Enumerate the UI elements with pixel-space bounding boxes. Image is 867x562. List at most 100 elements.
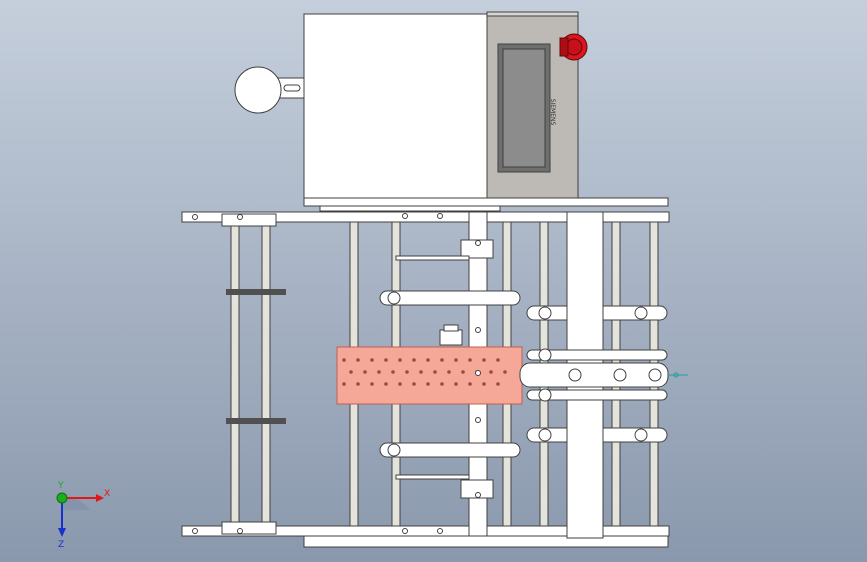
e-stop-base — [559, 37, 569, 57]
carriage-hole — [370, 358, 374, 362]
bolt — [475, 417, 481, 423]
rollers — [387, 291, 662, 457]
sensor-cap — [443, 324, 459, 332]
carriage-hole — [482, 382, 486, 386]
roller — [568, 368, 582, 382]
top-frame-rail — [181, 211, 670, 223]
bolts — [192, 213, 481, 534]
bolt — [237, 528, 243, 534]
carriage-hole — [405, 370, 409, 374]
z-axis-label: Z — [58, 540, 64, 550]
roller — [648, 368, 662, 382]
gripper-linkage[interactable] — [519, 349, 669, 401]
sensor — [439, 324, 463, 346]
carriage-hole — [440, 358, 444, 362]
carriage-hole — [454, 382, 458, 386]
cabinet-base-strip — [319, 205, 501, 212]
carriage-hole — [433, 370, 437, 374]
carriage-hole — [356, 382, 360, 386]
lower-left-arm — [379, 442, 521, 458]
knob-slot — [283, 84, 301, 92]
carriage-hole — [412, 358, 416, 362]
column-upper-block — [460, 239, 494, 259]
carriage-hole — [370, 382, 374, 386]
carriage-hole — [426, 382, 430, 386]
roller — [634, 306, 648, 320]
carriage-hole — [412, 382, 416, 386]
slot-lower — [226, 418, 286, 424]
carriage-hole — [419, 370, 423, 374]
upper-left-arm — [379, 290, 521, 306]
bolt — [192, 528, 198, 534]
emergency-stop-button[interactable] — [559, 33, 588, 61]
carriage-hole — [426, 358, 430, 362]
x-axis-arrow — [96, 494, 104, 502]
gripper-bar — [519, 362, 669, 388]
hmi-brand-label: SIEMENS — [549, 99, 556, 126]
carriage-holes — [342, 358, 507, 386]
gripper-arm-lower — [526, 389, 668, 401]
guide-rod — [261, 225, 271, 523]
bolt — [475, 240, 481, 246]
carriage-hole — [398, 382, 402, 386]
roller — [538, 388, 552, 402]
left-top-bracket — [221, 213, 277, 227]
slot-upper — [226, 289, 286, 295]
gripper-arm-upper — [526, 349, 668, 361]
bolt — [475, 370, 481, 376]
cabinet-body — [303, 13, 488, 199]
column-lower-block — [460, 479, 494, 499]
roller — [613, 368, 627, 382]
carriage-hole — [356, 358, 360, 362]
carriage-hole — [384, 382, 388, 386]
guide-rod — [230, 225, 240, 523]
bolt — [437, 528, 443, 534]
roller — [538, 348, 552, 362]
carriage-hole — [468, 358, 472, 362]
side-knob[interactable] — [234, 66, 305, 114]
bolt — [437, 213, 443, 219]
sensor-body — [439, 329, 463, 346]
bolt — [237, 214, 243, 220]
roller — [387, 443, 401, 457]
carriage-hole — [482, 358, 486, 362]
bolt — [402, 213, 408, 219]
x-axis-label: X — [104, 489, 110, 499]
carriage-hole — [447, 370, 451, 374]
perforated-carriage[interactable] — [336, 346, 523, 405]
left-rod-slots — [226, 289, 286, 424]
triad-shadow — [62, 497, 90, 510]
cabinet[interactable]: SIEMENS — [303, 11, 669, 212]
carriage-hole — [503, 370, 507, 374]
tip-marker — [668, 372, 688, 378]
frame — [181, 211, 670, 548]
coordinate-triad: X Y Z — [56, 481, 110, 550]
carriage-hole — [489, 370, 493, 374]
carriage-hole — [440, 382, 444, 386]
hmi-screen[interactable] — [502, 48, 546, 168]
carriage-hole — [496, 358, 500, 362]
carriage-hole — [391, 370, 395, 374]
bolt — [475, 327, 481, 333]
carriage-hole — [363, 370, 367, 374]
bolt — [192, 214, 198, 220]
carriage-hole — [377, 370, 381, 374]
lower-guide-plate — [395, 474, 470, 480]
carriage-hole — [342, 382, 346, 386]
carriage-hole — [342, 358, 346, 362]
carriage-hole — [496, 382, 500, 386]
carriage-hole — [349, 370, 353, 374]
bolt — [402, 528, 408, 534]
bolt — [475, 492, 481, 498]
y-axis-label: Y — [57, 481, 64, 491]
carriage-hole — [384, 358, 388, 362]
left-bottom-bracket — [221, 521, 277, 535]
bottom-frame-plate — [303, 535, 669, 548]
carriage-hole — [461, 370, 465, 374]
knob-disc — [234, 66, 282, 114]
z-axis-arrow — [58, 528, 66, 537]
cabinet-base-plate — [303, 197, 669, 207]
carriage-hole — [468, 382, 472, 386]
carriage-plate — [336, 346, 523, 405]
